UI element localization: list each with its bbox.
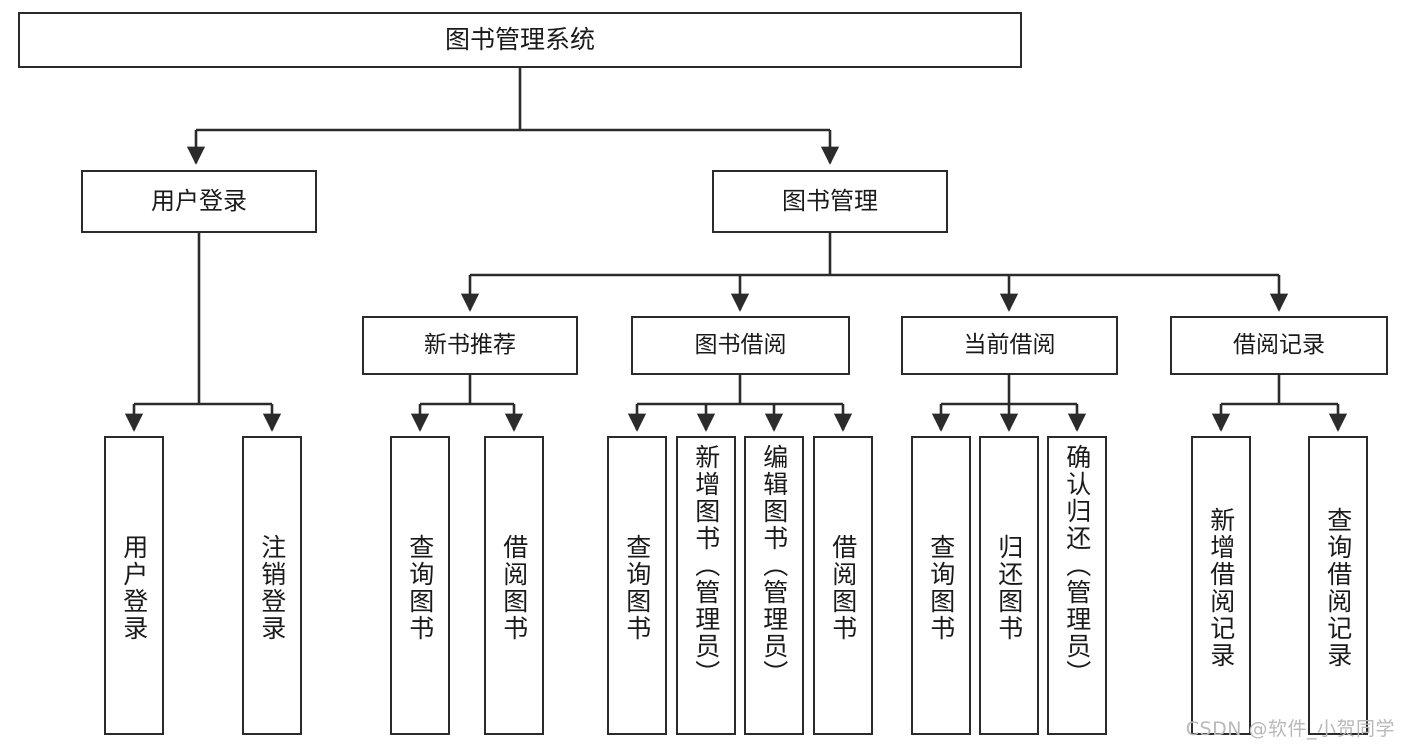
node-leaf-add-book-label: 新增图书（管理员） <box>691 444 721 687</box>
node-leaf-add-book[interactable]: 新增图书（管理员） <box>676 436 736 735</box>
node-leaf-borrow-book-2-label: 借阅图书 <box>828 533 858 642</box>
node-leaf-user-login-label: 用户登录 <box>119 533 149 642</box>
node-leaf-confirm-return[interactable]: 确认归还（管理员） <box>1047 436 1107 735</box>
node-leaf-query-book-1-label: 查询图书 <box>405 533 435 642</box>
node-book-manage[interactable]: 图书管理 <box>712 170 948 233</box>
node-leaf-borrow-book-1-label: 借阅图书 <box>499 533 529 642</box>
node-borrow-record[interactable]: 借阅记录 <box>1170 316 1388 375</box>
node-leaf-query-book-1[interactable]: 查询图书 <box>390 436 450 735</box>
node-leaf-logout[interactable]: 注销登录 <box>242 436 302 735</box>
node-leaf-edit-book-label: 编辑图书（管理员） <box>759 444 789 687</box>
node-leaf-query-book-2[interactable]: 查询图书 <box>607 436 667 735</box>
node-book-manage-label: 图书管理 <box>782 187 878 216</box>
node-leaf-borrow-book-1[interactable]: 借阅图书 <box>484 436 544 735</box>
csdn-watermark: CSDN @软件_小贺同学 <box>1185 718 1395 740</box>
node-leaf-add-record[interactable]: 新增借阅记录 <box>1191 436 1251 735</box>
node-borrow-record-label: 借阅记录 <box>1233 331 1325 358</box>
node-book-borrow[interactable]: 图书借阅 <box>631 316 850 375</box>
node-book-borrow-label: 图书借阅 <box>694 331 787 358</box>
node-leaf-edit-book[interactable]: 编辑图书（管理员） <box>744 436 804 735</box>
node-leaf-confirm-return-label: 确认归还（管理员） <box>1062 444 1092 687</box>
node-leaf-add-record-label: 新增借阅记录 <box>1206 506 1236 669</box>
node-leaf-query-book-2-label: 查询图书 <box>622 533 652 642</box>
node-leaf-query-record[interactable]: 查询借阅记录 <box>1308 436 1368 735</box>
node-leaf-user-login[interactable]: 用户登录 <box>104 436 164 735</box>
node-leaf-query-record-label: 查询借阅记录 <box>1323 506 1353 669</box>
node-root-label: 图书管理系统 <box>444 25 595 54</box>
node-leaf-return-book[interactable]: 归还图书 <box>979 436 1039 735</box>
node-leaf-borrow-book-2[interactable]: 借阅图书 <box>813 436 873 735</box>
node-leaf-query-book-3[interactable]: 查询图书 <box>911 436 971 735</box>
node-new-book-recommend[interactable]: 新书推荐 <box>362 316 578 375</box>
node-leaf-return-book-label: 归还图书 <box>994 533 1024 642</box>
node-leaf-query-book-3-label: 查询图书 <box>926 533 956 642</box>
node-current-borrow-label: 当前借阅 <box>963 331 1056 358</box>
node-user-login-label: 用户登录 <box>151 187 247 216</box>
node-new-book-recommend-label: 新书推荐 <box>424 331 516 358</box>
node-leaf-logout-label: 注销登录 <box>257 533 287 642</box>
node-root[interactable]: 图书管理系统 <box>18 12 1022 68</box>
node-user-login[interactable]: 用户登录 <box>81 170 317 233</box>
node-current-borrow[interactable]: 当前借阅 <box>901 316 1118 375</box>
